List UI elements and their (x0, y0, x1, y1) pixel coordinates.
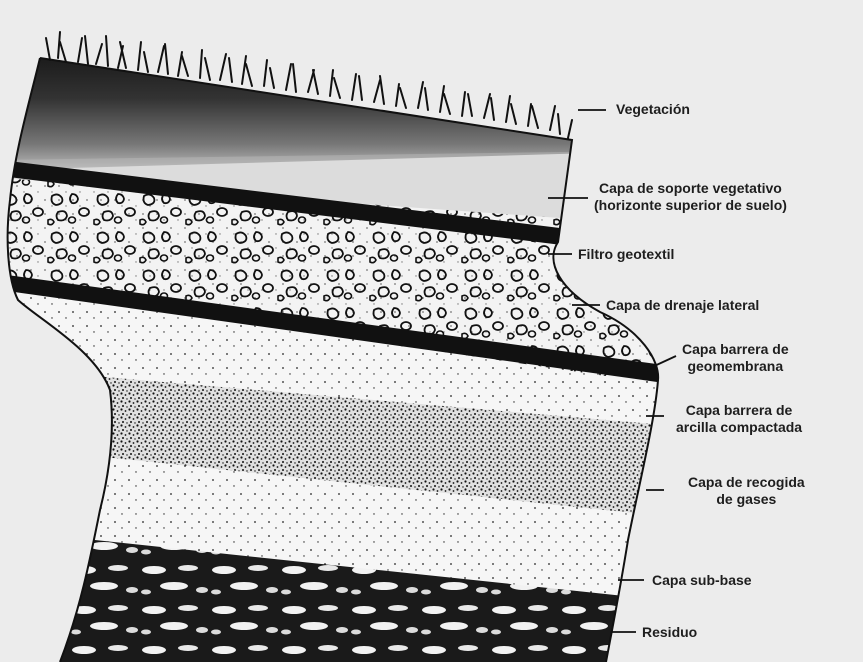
label-geomembrana: Capa barrera de geomembrana (682, 341, 789, 375)
label-soporte-vegetativo: Capa de soporte vegetativo (horizonte su… (594, 180, 787, 214)
label-recogida-gases: Capa de recogida de gases (688, 474, 805, 508)
label-residuo: Residuo (642, 624, 697, 641)
label-sub-base: Capa sub-base (652, 572, 752, 589)
label-vegetacion: Vegetación (616, 101, 690, 118)
label-arcilla-compactada: Capa barrera de arcilla compactada (676, 402, 802, 436)
label-capa-drenaje: Capa de drenaje lateral (606, 297, 759, 314)
label-filtro-geotextil: Filtro geotextil (578, 246, 674, 263)
